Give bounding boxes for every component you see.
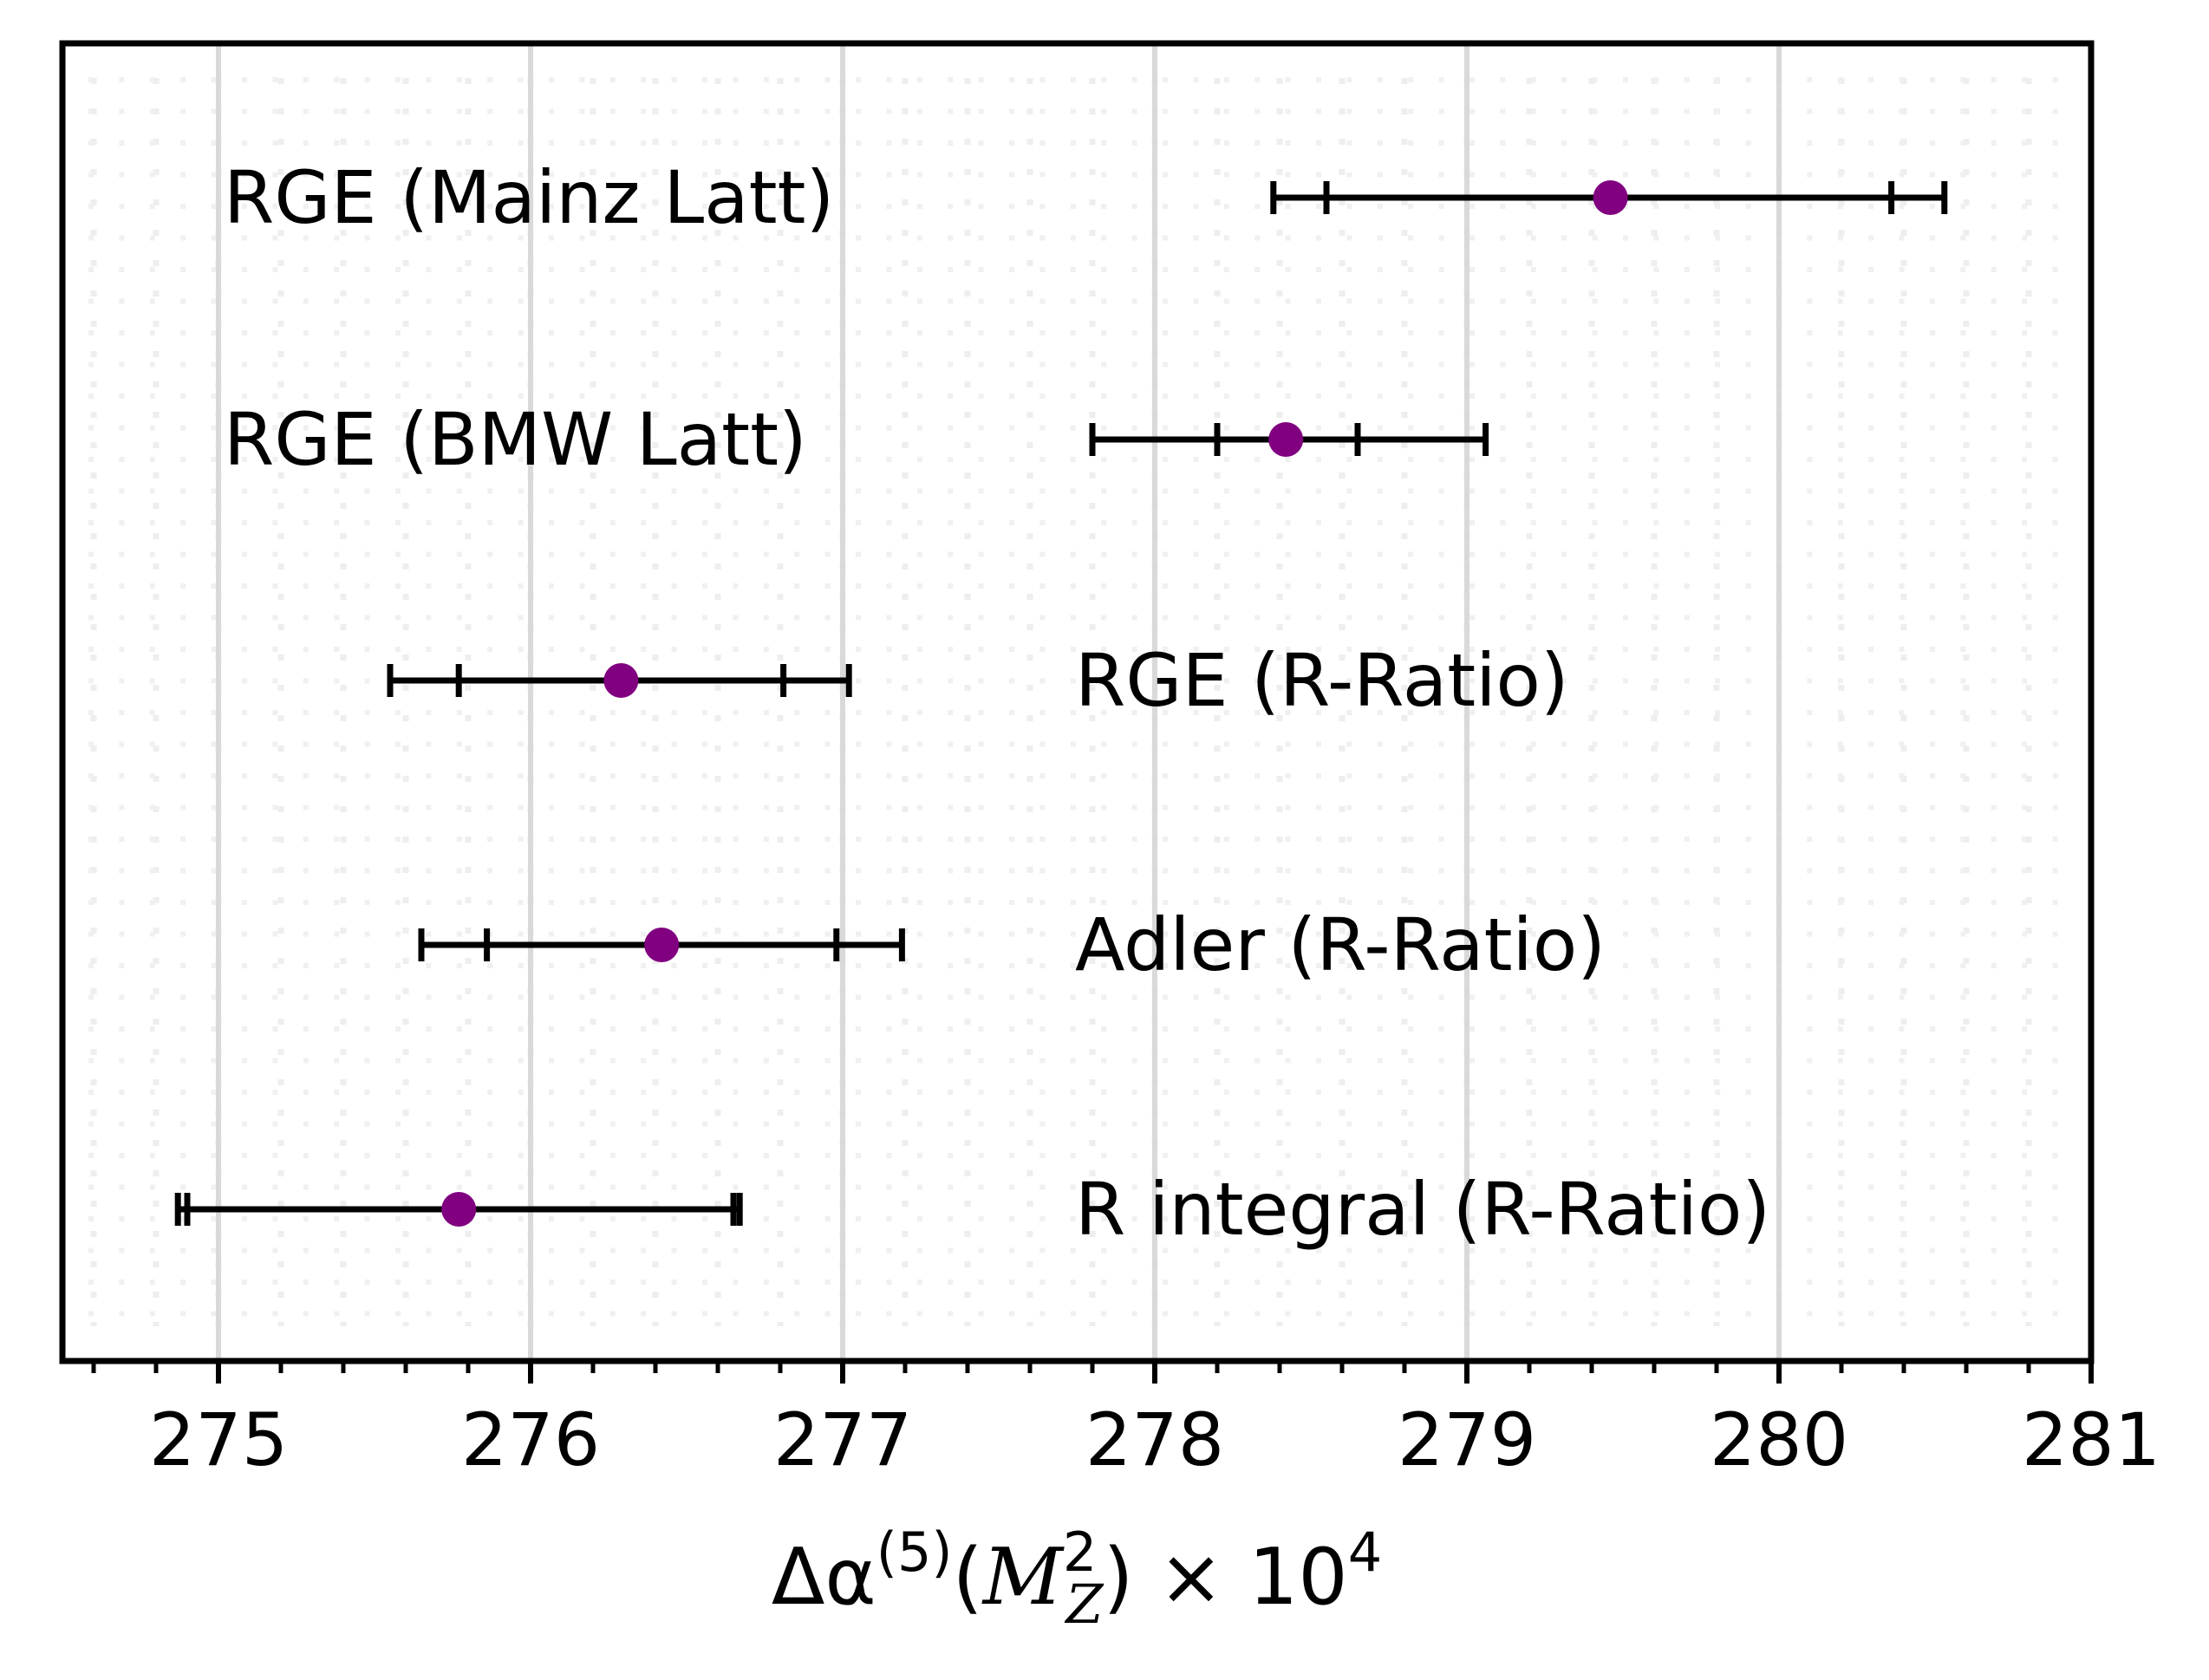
data-point <box>441 1192 477 1227</box>
data-point <box>644 928 680 962</box>
data-point <box>1268 422 1304 457</box>
row-label: R integral (R-Ratio) <box>1075 1167 1770 1252</box>
x-axis-title-open: ( <box>953 1532 983 1623</box>
row-label: RGE (R-Ratio) <box>1075 638 1569 723</box>
x-axis-title-m-sub: Z <box>1064 1573 1104 1636</box>
x-tick-label: 278 <box>1085 1397 1224 1482</box>
grid-layer <box>62 43 2095 1361</box>
x-axis-title-close: ) <box>1103 1532 1133 1623</box>
x-axis-title-m: M <box>981 1532 1065 1623</box>
x-axis-title-delta: Δα <box>772 1532 876 1623</box>
x-tick-label: 279 <box>1398 1397 1536 1482</box>
x-tick-label: 280 <box>1710 1397 1848 1482</box>
row-label: RGE (BMW Latt) <box>224 397 807 482</box>
plot-frame <box>59 40 2095 1364</box>
data-point <box>603 663 639 698</box>
data-layer <box>174 180 1948 1227</box>
x-tick-label: 276 <box>461 1397 600 1482</box>
x-axis-title-m-sup: 2 <box>1063 1520 1097 1584</box>
x-tick-label: 281 <box>2022 1397 2160 1482</box>
x-tick-label: 277 <box>773 1397 912 1482</box>
x-axis-title-times: × 10 <box>1134 1532 1348 1623</box>
label-layer: RGE (Mainz Latt) RGE (BMW Latt) RGE (R-Rat… <box>224 155 1770 1252</box>
plot-background <box>62 43 2091 1361</box>
x-axis-title-sup: (5) <box>876 1520 953 1584</box>
data-point <box>1593 180 1628 215</box>
x-axis: 275 276 277 278 279 280 281 <box>91 1361 2160 1482</box>
x-tick-label: 275 <box>149 1397 288 1482</box>
row-label: Adler (R-Ratio) <box>1075 902 1606 987</box>
row-label: RGE (Mainz Latt) <box>224 155 834 240</box>
x-axis-title-power: 4 <box>1348 1520 1382 1584</box>
